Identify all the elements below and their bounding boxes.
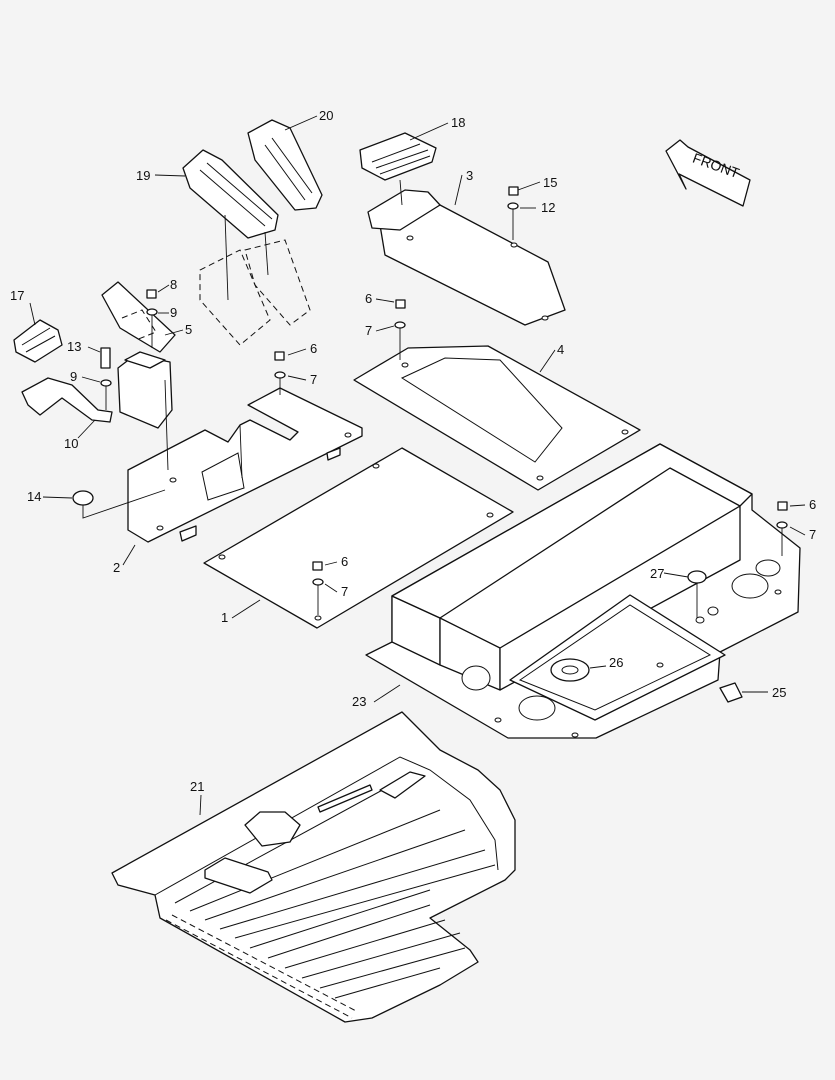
bolt-6-lower [312,561,324,615]
leader-lines [29,115,806,816]
label-7-upper: 7 [365,323,372,338]
bolt-6-right [776,501,788,556]
pedal-19 [182,149,279,301]
label-18: 18 [451,115,465,130]
bolt-15 [507,186,519,240]
part-labels: 20 18 19 3 15 12 17 8 9 5 13 9 10 14 2 6… [10,108,816,794]
grommet-26 [550,658,590,682]
cap-14 [72,489,166,519]
label-7-mid: 7 [310,372,317,387]
label-6-mid: 6 [310,341,317,356]
label-8: 8 [170,277,177,292]
pedal-pad-17 [13,319,63,363]
pad-25 [719,682,743,703]
label-19: 19 [136,168,150,183]
label-4: 4 [557,342,564,357]
label-2: 2 [113,560,120,575]
base-frame-23 [365,443,801,739]
label-25: 25 [772,685,786,700]
label-20: 20 [319,108,333,123]
label-10: 10 [64,436,78,451]
front-direction-arrow: FRONT [665,139,751,207]
label-6-lower: 6 [341,554,348,569]
valve-block [117,351,173,429]
pedal-brackets [199,239,311,346]
bracket-5 [101,281,176,353]
pedal-plate-3 [367,189,566,326]
label-17: 17 [10,288,24,303]
assembly-guide-lines [164,379,243,479]
label-3: 3 [466,168,473,183]
bolt-6-upper [394,299,406,360]
label-21: 21 [190,779,204,794]
label-6-upper: 6 [365,291,372,306]
label-15: 15 [543,175,557,190]
lever-10 [21,377,113,423]
label-7-lower: 7 [341,584,348,599]
floor-plate-1 [203,447,514,629]
label-12: 12 [541,200,555,215]
label-13: 13 [67,339,81,354]
label-6-right: 6 [809,497,816,512]
cutout-plate-4 [353,345,641,491]
floor-plate-2 [127,387,363,543]
pedal-20 [247,119,323,276]
label-9-lower: 9 [70,369,77,384]
label-27: 27 [650,566,664,581]
bolt-6-mid [274,351,286,395]
label-26: 26 [609,655,623,670]
bolt-8 [146,289,158,348]
label-5: 5 [185,322,192,337]
label-14: 14 [27,489,41,504]
bolt-13 [100,347,112,410]
plug-27 [687,570,707,618]
label-9-upper: 9 [170,305,177,320]
floor-mat-21 [111,711,516,1023]
label-1: 1 [221,610,228,625]
label-7-right: 7 [809,527,816,542]
pedal-pad-18 [359,132,437,206]
label-23: 23 [352,694,366,709]
